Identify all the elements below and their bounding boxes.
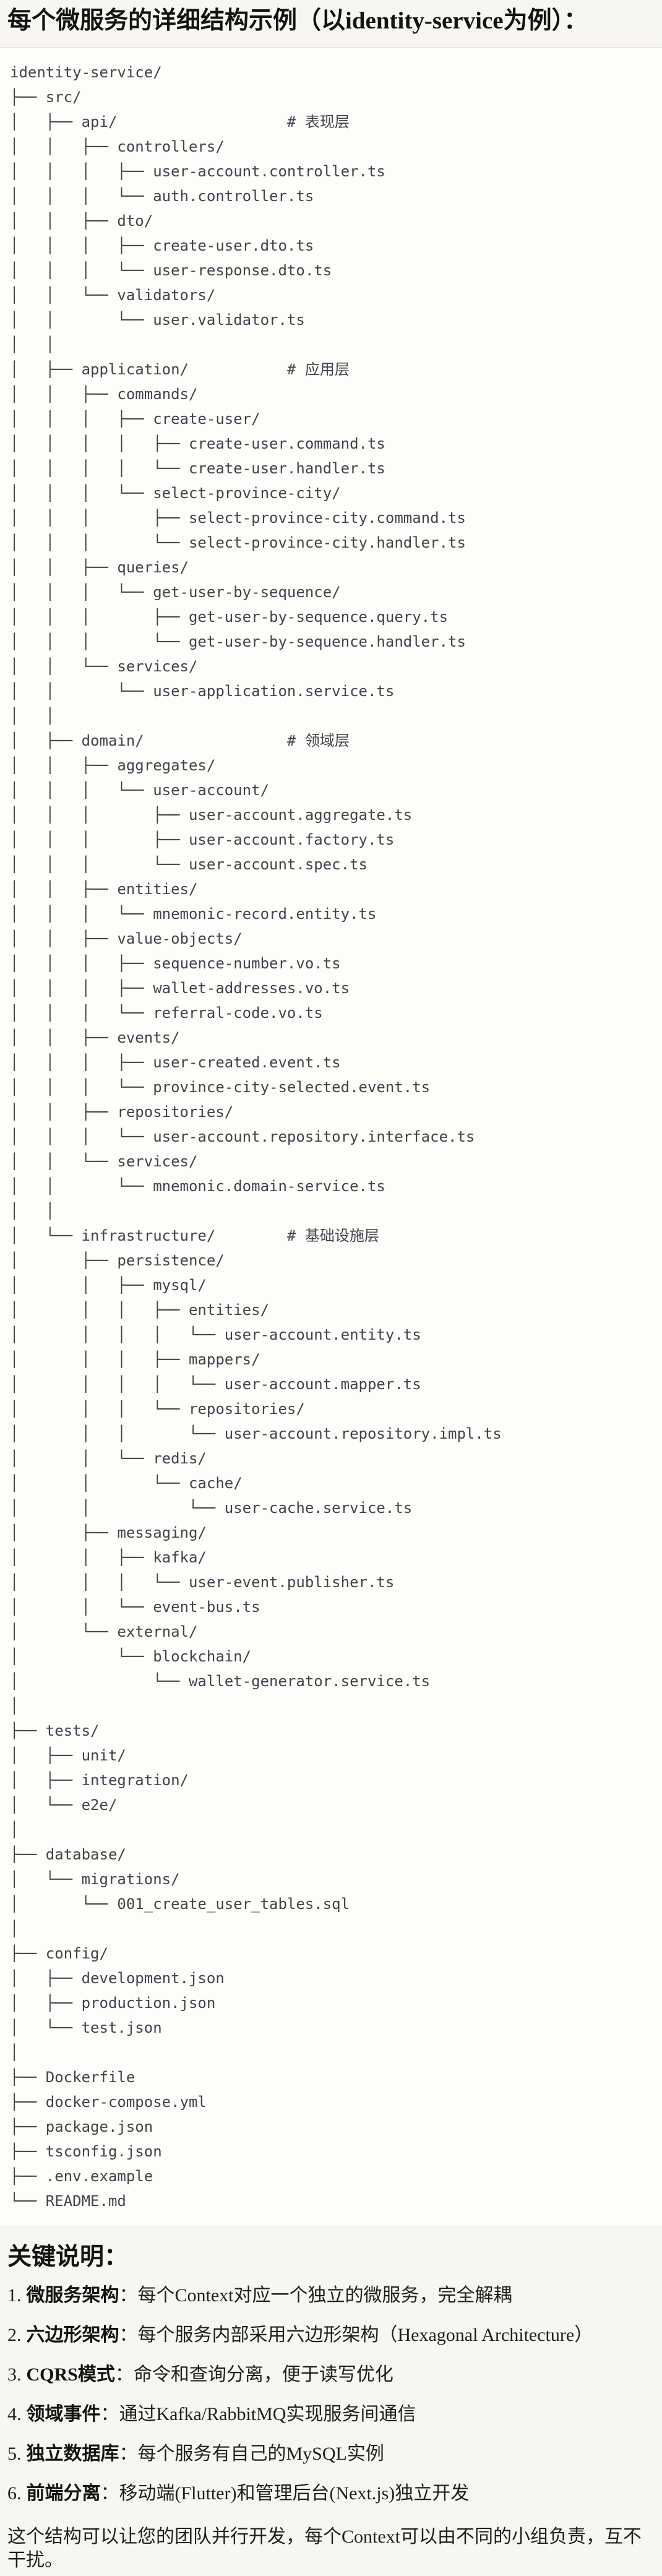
notes-list: 1.微服务架构：每个Context对应一个独立的微服务，完全解耦 2.六边形架构… [7,2284,653,2505]
note-item: 6.前端分离：移动端(Flutter)和管理后台(Next.js)独立开发 [7,2482,653,2505]
notes-section: 关键说明： 1.微服务架构：每个Context对应一个独立的微服务，完全解耦 2… [0,2242,662,2576]
note-number: 5. [7,2444,22,2465]
page-title: 每个微服务的详细结构示例（以identity-service为例）： [7,7,588,34]
note-item: 2.六边形架构：每个服务内部采用六边形架构（Hexagonal Architec… [7,2324,653,2347]
note-label: 微服务架构 [26,2285,119,2306]
note-separator: ： [119,2325,138,2346]
note-text: 移动端(Flutter)和管理后台(Next.js)独立开发 [119,2483,470,2504]
note-number: 1. [7,2285,22,2306]
note-text: 每个服务内部采用六边形架构（Hexagonal Architecture） [137,2325,593,2346]
note-label: 前端分离 [26,2483,101,2504]
note-label: 独立数据库 [26,2444,119,2465]
note-label: 领域事件 [26,2404,101,2425]
note-number: 2. [7,2325,22,2346]
note-number: 4. [7,2404,22,2425]
note-label: CQRS模式 [26,2364,115,2385]
note-text: 命令和查询分离，便于读写优化 [133,2364,393,2385]
note-number: 6. [7,2483,22,2504]
note-item: 4.领域事件：通过Kafka/RabbitMQ实现服务间通信 [7,2403,653,2426]
note-number: 3. [7,2364,22,2385]
note-separator: ： [119,2285,138,2306]
code-block: identity-service/ ├── src/ │ ├── api/ # … [0,46,662,2226]
note-separator: ： [114,2364,134,2385]
note-label: 六边形架构 [26,2325,119,2346]
note-text: 通过Kafka/RabbitMQ实现服务间通信 [119,2404,416,2425]
note-text: 每个服务有自己的MySQL实例 [137,2444,384,2465]
closing-paragraph: 这个结构可以让您的团队并行开发，每个Context可以由不同的小组负责，互不干扰… [7,2526,642,2571]
directory-tree: identity-service/ ├── src/ │ ├── api/ # … [10,63,502,2210]
note-separator: ： [100,2483,119,2504]
note-item: 3.CQRS模式：命令和查询分离，便于读写优化 [7,2363,653,2387]
note-item: 1.微服务架构：每个Context对应一个独立的微服务，完全解耦 [7,2284,653,2307]
note-separator: ： [119,2444,138,2465]
note-item: 5.独立数据库：每个服务有自己的MySQL实例 [7,2442,653,2466]
note-separator: ： [100,2404,119,2425]
note-text: 每个Context对应一个独立的微服务，完全解耦 [137,2285,512,2306]
notes-title: 关键说明： [7,2243,129,2270]
